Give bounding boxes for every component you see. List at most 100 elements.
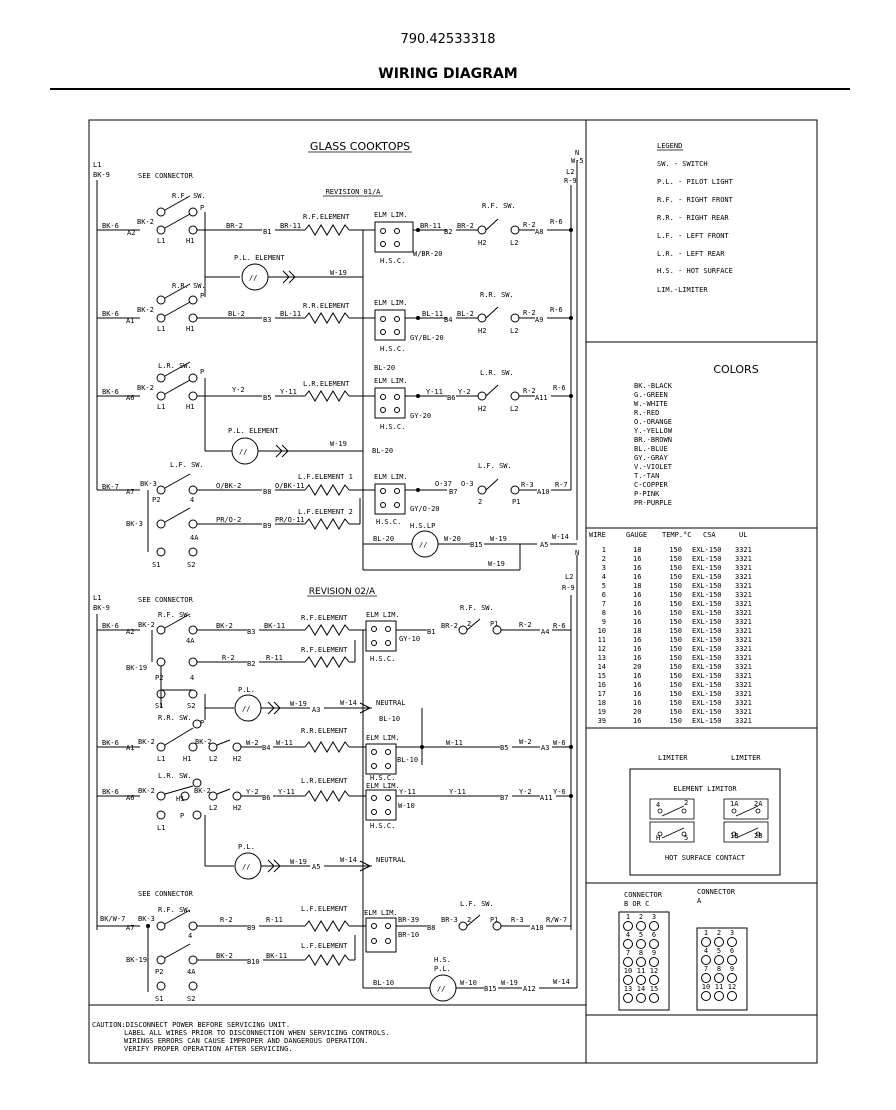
- svg-text:S1: S1: [152, 561, 160, 569]
- wire-table-cell: 16: [633, 690, 641, 698]
- color-item: W.-WHITE: [634, 400, 668, 408]
- bk9-label: BK-9: [93, 171, 110, 179]
- wire-table-cell: 7: [602, 600, 606, 608]
- svg-text:B8: B8: [427, 924, 435, 932]
- svg-text:W-10: W-10: [398, 802, 415, 810]
- caution-line-1: CAUTION:DISCONNECT POWER BEFORE SERVICIN…: [92, 1021, 290, 1029]
- svg-text:W-14: W-14: [340, 699, 357, 707]
- svg-text:W-6: W-6: [553, 739, 566, 747]
- legend-item: P.L. - PILOT LIGHT: [657, 178, 734, 186]
- svg-text://: //: [242, 705, 250, 713]
- connector-pin-number: 6: [730, 947, 734, 955]
- svg-text:H.S.LP: H.S.LP: [410, 522, 435, 530]
- connector-pin-number: 9: [652, 949, 656, 957]
- svg-text:B4: B4: [444, 316, 452, 324]
- wire-table-cell: 150: [669, 591, 682, 599]
- svg-text:L.F. SW.: L.F. SW.: [460, 900, 494, 908]
- wire-table-cell: 150: [669, 681, 682, 689]
- svg-text:A2: A2: [127, 229, 135, 237]
- svg-text:BK-11: BK-11: [264, 622, 285, 630]
- svg-text:A4: A4: [541, 628, 549, 636]
- svg-text:A2: A2: [126, 628, 134, 636]
- svg-text:W-20: W-20: [444, 535, 461, 543]
- wire-table-cell: EXL-150: [692, 636, 722, 644]
- wire-table-cell: 16: [633, 672, 641, 680]
- svg-text:R-11: R-11: [266, 654, 283, 662]
- svg-text:Y-11: Y-11: [426, 388, 443, 396]
- svg-text:H.S.C.: H.S.C.: [380, 345, 405, 353]
- connector-pin-number: 5: [717, 947, 721, 955]
- svg-text:Y-2: Y-2: [246, 788, 259, 796]
- connector-pin-number: 1: [704, 929, 708, 937]
- svg-text:A3: A3: [312, 706, 320, 714]
- wire-table-cell: 16: [633, 573, 641, 581]
- schematic-title: GLASS COOKTOPS: [310, 140, 410, 153]
- wire-table-cell: EXL-150: [692, 591, 722, 599]
- svg-text:R-9: R-9: [562, 584, 575, 592]
- svg-text:L1: L1: [157, 824, 165, 832]
- wire-table-cell: 9: [602, 618, 606, 626]
- svg-text:H2: H2: [478, 405, 486, 413]
- connector-pin: [623, 993, 633, 1003]
- svg-text:A5: A5: [540, 541, 548, 549]
- svg-text:W-14: W-14: [552, 533, 569, 541]
- svg-text:L1: L1: [157, 755, 165, 763]
- wire-table-cell: 3321: [735, 600, 752, 608]
- wire-table-cell: EXL-150: [692, 699, 722, 707]
- svg-text://: //: [242, 863, 250, 871]
- wire-table-cell: 6: [602, 591, 606, 599]
- svg-text:H2: H2: [478, 239, 486, 247]
- svg-text:ELM LIM.: ELM LIM.: [366, 734, 400, 742]
- svg-text:L1: L1: [157, 325, 165, 333]
- svg-text:ELM LIM.: ELM LIM.: [366, 782, 400, 790]
- svg-text:R-2: R-2: [519, 621, 532, 629]
- legend-item: LIM.-LIMITER: [657, 286, 708, 294]
- connector-pin: [649, 921, 659, 931]
- wire-table-cell: 3321: [735, 663, 752, 671]
- svg-text:L.F. SW.: L.F. SW.: [170, 461, 204, 469]
- wire-table-cell: EXL-150: [692, 645, 722, 653]
- svg-text:BR-39: BR-39: [398, 916, 419, 924]
- svg-text:H.S.C.: H.S.C.: [376, 518, 401, 526]
- svg-text:4: 4: [188, 932, 192, 940]
- connector-pin: [636, 921, 646, 931]
- svg-text:W-11: W-11: [446, 739, 463, 747]
- wire-table-header: UL: [739, 531, 747, 539]
- svg-text:GY-20: GY-20: [410, 412, 431, 420]
- svg-text:P.L.: P.L.: [238, 686, 255, 694]
- wire-table-cell: 16: [633, 717, 641, 725]
- connector-bc-label: CONNECTOR: [624, 891, 663, 899]
- svg-text:Y-2: Y-2: [232, 386, 245, 394]
- svg-text:NEUTRAL: NEUTRAL: [376, 856, 406, 864]
- svg-text:P: P: [200, 719, 204, 727]
- svg-text:R.R. SW.: R.R. SW.: [480, 291, 514, 299]
- svg-text:R-11: R-11: [266, 916, 283, 924]
- wire-table-cell: 13: [598, 654, 606, 662]
- svg-text:B OR C: B OR C: [624, 900, 649, 908]
- svg-text:B9: B9: [247, 924, 255, 932]
- connector-pin: [727, 955, 737, 965]
- connector-pin: [649, 993, 659, 1003]
- svg-text:A6: A6: [126, 794, 134, 802]
- svg-text:SEE CONNECTOR: SEE CONNECTOR: [138, 596, 194, 604]
- wire-table-cell: 16: [633, 591, 641, 599]
- svg-text:W-19: W-19: [290, 858, 307, 866]
- legend-item: R.R. - RIGHT REAR: [657, 214, 729, 222]
- svg-text:B1: B1: [427, 628, 435, 636]
- wire-table-cell: EXL-150: [692, 600, 722, 608]
- svg-text:BK-2: BK-2: [194, 787, 211, 795]
- svg-text:BK-2: BK-2: [138, 621, 155, 629]
- connector-pin-number: 12: [650, 967, 658, 975]
- svg-text:L.F.ELEMENT 2: L.F.ELEMENT 2: [298, 508, 353, 516]
- connector-pin-number: 8: [717, 965, 721, 973]
- svg-text:R-6: R-6: [553, 384, 566, 392]
- wire-table-cell: 3321: [735, 609, 752, 617]
- revision-01-label: REVISION 01/A: [326, 188, 382, 196]
- caution-line-4: VERIFY PROPER OPERATION AFTER SERVICING.: [124, 1045, 293, 1053]
- wire-table-cell: 150: [669, 546, 682, 554]
- wire-table-cell: 16: [633, 600, 641, 608]
- connector-pin-number: 7: [704, 965, 708, 973]
- wire-table-cell: 8: [602, 609, 606, 617]
- svg-text:R-2: R-2: [523, 221, 536, 229]
